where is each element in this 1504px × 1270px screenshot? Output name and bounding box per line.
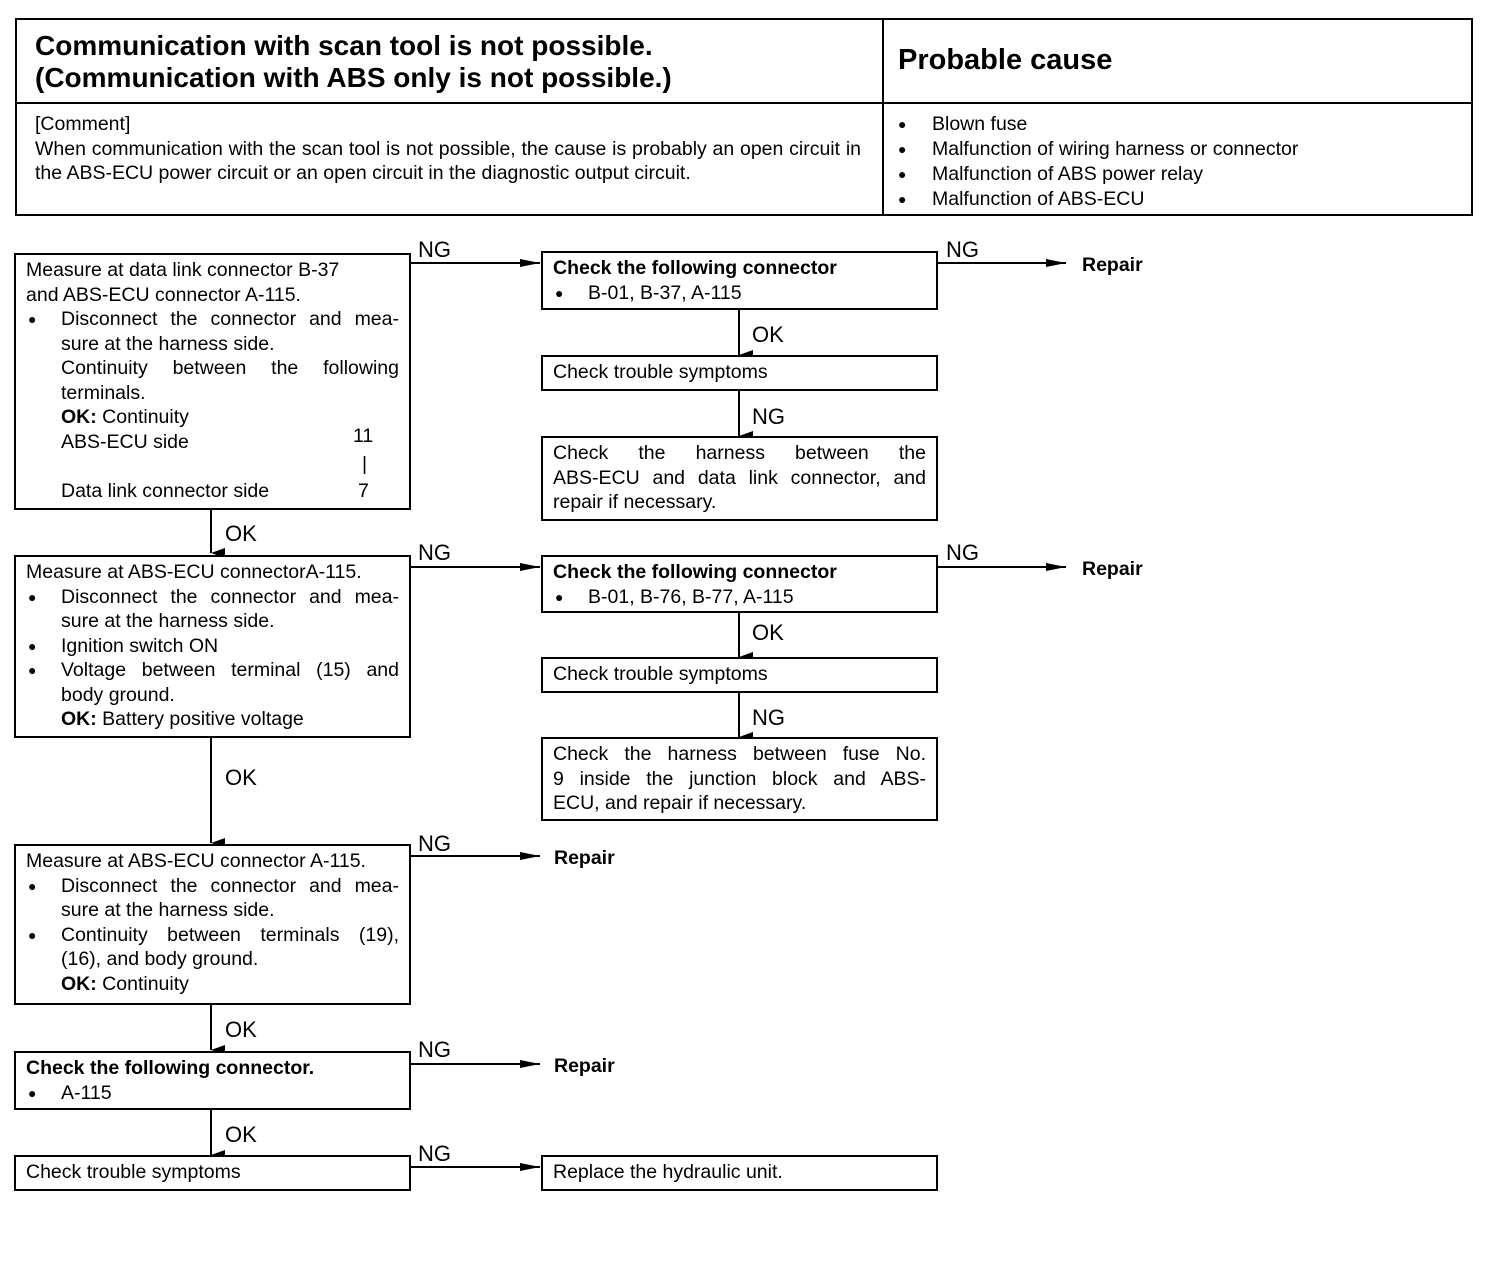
step1-side2: Data link connector side: [61, 479, 270, 502]
ok-label: OK: [752, 620, 784, 645]
step2-bullet3a: Voltage between terminal (15) and: [26, 658, 399, 683]
cause-item: Malfunction of ABS power relay: [898, 162, 1298, 187]
step1-harness-l1: Check the harness between the: [553, 442, 926, 464]
ng-label: NG: [418, 1141, 451, 1166]
header-vertical-divider: [882, 20, 884, 214]
header-table: Communication with scan tool is not poss…: [15, 18, 1473, 216]
step2-harness-l1: Check the harness between fuse No.: [553, 743, 926, 765]
ng-label: NG: [946, 540, 979, 565]
step1-ng-item: B-01, B-37, A-115: [553, 281, 926, 306]
step2-bullet2: Ignition switch ON: [26, 634, 399, 659]
step2-ng-harness-box: Check the harness between fuse No. 9 ins…: [541, 737, 938, 821]
ok-value: Continuity: [102, 406, 189, 428]
comment-label: [Comment]: [35, 113, 131, 135]
ng-label: NG: [418, 237, 451, 262]
ng-label: NG: [946, 237, 979, 262]
step2-line1: Measure at ABS-ECU connectorA-115.: [26, 561, 362, 583]
step1-harness-l3: repair if necessary.: [553, 491, 717, 513]
step1-term1: 11: [353, 424, 374, 447]
repair-label: Repair: [1082, 558, 1143, 580]
ng-label: NG: [418, 831, 451, 856]
step3-ok: OK: Continuity: [26, 972, 399, 997]
cause-item: Malfunction of wiring harness or connect…: [898, 137, 1298, 162]
repair-label: Repair: [554, 1055, 615, 1077]
cause-item: Malfunction of ABS-ECU: [898, 187, 1298, 212]
step1-bullet1b: sure at the harness side.: [61, 332, 275, 355]
step5-ng-box: Replace the hydraulic unit.: [541, 1155, 938, 1191]
repair-label: Repair: [1082, 254, 1143, 276]
step2-bullet3b: body ground.: [61, 683, 175, 706]
step3-bullet2b: (16), and body ground.: [61, 948, 259, 970]
step2-harness-l2: 9 inside the junction block and ABS-: [553, 767, 926, 790]
ok-label: OK: [225, 1122, 257, 1147]
title-line-1: Communication with scan tool is not poss…: [35, 30, 653, 61]
ok-label: OK: [225, 765, 257, 790]
comment-block: [Comment] When communication with the sc…: [35, 112, 861, 186]
step1-ng-symptoms-box: Check trouble symptoms: [541, 355, 938, 391]
ok-value: Battery positive voltage: [102, 708, 304, 730]
step5-ng-text: Replace the hydraulic unit.: [553, 1161, 783, 1183]
step1-harness-l2: ABS-ECU and data link connector, and: [553, 466, 926, 489]
step1-side2-row: Data link connector side 7: [26, 479, 399, 504]
step1-box: Measure at data link connector B-37 and …: [14, 253, 411, 510]
step3-bullet1a: Disconnect the connector and mea-: [26, 874, 399, 899]
step1-line1: Measure at data link connector B-37: [26, 259, 340, 281]
step3-line1: Measure at ABS-ECU connector A-115.: [26, 850, 366, 872]
step1-ng-symptoms: Check trouble symptoms: [553, 361, 768, 383]
ok-label: OK:: [61, 708, 97, 730]
step5-text: Check trouble symptoms: [26, 1161, 241, 1183]
step2-bullet1b: sure at the harness side.: [61, 610, 275, 632]
step2-ng-connector-box: Check the following connector B-01, B-76…: [541, 555, 938, 613]
ng-label: NG: [418, 540, 451, 565]
cause-item: Blown fuse: [898, 112, 1298, 137]
step2-ng-item: B-01, B-76, B-77, A-115: [553, 585, 926, 610]
step3-box: Measure at ABS-ECU connector A-115. Disc…: [14, 844, 411, 1005]
step1-dash-row: |: [26, 453, 399, 479]
step1-ok: OK: Continuity: [26, 405, 399, 430]
ok-label: OK: [225, 1017, 257, 1042]
step2-ng-title: Check the following connector: [553, 561, 837, 583]
step1-cont2: terminals.: [61, 381, 146, 404]
step3-bullet1b: sure at the harness side.: [61, 899, 275, 921]
repair-label: Repair: [554, 847, 615, 869]
ng-label: NG: [752, 705, 785, 730]
step1-ng-title: Check the following connector: [553, 257, 837, 279]
header-horizontal-divider: [17, 102, 1471, 104]
comment-text: When communication with the scan tool is…: [35, 137, 861, 185]
step1-cont1: Continuity between the following: [61, 357, 399, 379]
step3-bullet2a: Continuity between terminals (19),: [26, 923, 399, 948]
step2-bullet1a: Disconnect the connector and mea-: [26, 585, 399, 610]
ng-label: NG: [752, 404, 785, 429]
ok-value: Continuity: [102, 972, 189, 995]
step2-ok: OK: Battery positive voltage: [26, 707, 399, 732]
step1-ng-harness-box: Check the harness between the ABS-ECU an…: [541, 436, 938, 521]
ok-label: OK:: [61, 406, 97, 428]
step1-ng-connector-box: Check the following connector B-01, B-37…: [541, 251, 938, 310]
step1-term2: 7: [358, 479, 369, 502]
probable-cause-title: Probable cause: [898, 44, 1113, 76]
step2-ng-symptoms: Check trouble symptoms: [553, 663, 768, 685]
step1-bullet1a: Disconnect the connector and mea-: [26, 307, 399, 332]
step1-dash: |: [362, 453, 368, 475]
step2-ng-symptoms-box: Check trouble symptoms: [541, 657, 938, 693]
step2-harness-l3: ECU, and repair if necessary.: [553, 792, 807, 814]
step1-side1: ABS-ECU side: [61, 430, 189, 453]
step4-title: Check the following connector.: [26, 1057, 315, 1079]
ok-label: OK: [752, 322, 784, 347]
ok-label: OK:: [61, 972, 97, 995]
step4-item: A-115: [26, 1081, 399, 1106]
step2-box: Measure at ABS-ECU connectorA-115. Disco…: [14, 555, 411, 738]
step4-box: Check the following connector. A-115: [14, 1051, 411, 1110]
step1-line2: and ABS-ECU connector A-115.: [26, 283, 301, 306]
ng-label: NG: [418, 1037, 451, 1062]
probable-cause-list: Blown fuse Malfunction of wiring harness…: [898, 112, 1298, 212]
page-title: Communication with scan tool is not poss…: [35, 30, 865, 94]
ok-label: OK: [225, 521, 257, 546]
step1-side1-row: ABS-ECU side 11: [26, 425, 399, 455]
title-line-2: (Communication with ABS only is not poss…: [35, 62, 672, 93]
step5-box: Check trouble symptoms: [14, 1155, 411, 1191]
